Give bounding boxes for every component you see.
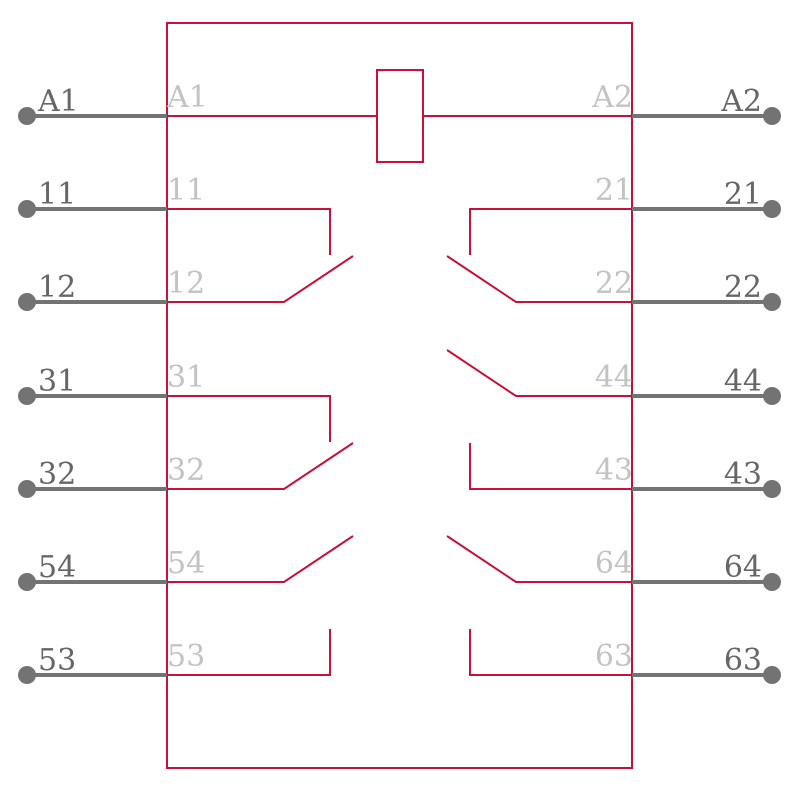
contact-31-fixed <box>167 395 331 442</box>
pin-dot <box>18 666 36 684</box>
pin-internal-label: 54 <box>167 546 205 581</box>
pin-internal-label: 53 <box>167 639 205 674</box>
pin-right-64: 64 64 <box>595 546 781 591</box>
pin-dot <box>763 107 781 125</box>
pin-external-label: A2 <box>720 84 762 119</box>
pin-dot <box>763 480 781 498</box>
pin-external-label: 64 <box>724 550 762 585</box>
pin-right-43: 43 43 <box>595 453 781 498</box>
pin-internal-label: 22 <box>595 266 633 301</box>
pin-external-label: 22 <box>724 270 762 305</box>
pin-internal-label: 21 <box>595 173 633 208</box>
pin-left-A1: A1 A1 <box>18 80 208 125</box>
pin-external-label: 32 <box>38 457 76 492</box>
contact-11-12 <box>167 208 354 303</box>
pin-external-label: 44 <box>724 364 762 399</box>
contact-11-fixed <box>167 208 331 255</box>
pin-right-63: 63 63 <box>595 639 781 684</box>
pin-internal-label: 11 <box>167 173 205 208</box>
pin-left-11: 11 11 <box>18 173 205 218</box>
contact-22-blade <box>446 255 632 303</box>
pin-right-A2: A2 A2 <box>591 80 781 125</box>
pin-dot <box>18 107 36 125</box>
pin-external-label: A1 <box>37 84 79 119</box>
pin-internal-label: 43 <box>595 453 633 488</box>
coil-box <box>376 69 424 163</box>
contact-43-fixed <box>469 443 632 490</box>
pin-internal-label: 32 <box>167 453 205 488</box>
contact-53-fixed <box>167 629 331 676</box>
pin-internal-label: 64 <box>595 546 633 581</box>
pin-right-22: 22 22 <box>595 266 781 311</box>
pin-internal-label: A1 <box>166 80 208 115</box>
pin-external-label: 54 <box>38 550 76 585</box>
pin-internal-label: 12 <box>167 266 205 301</box>
contact-32-blade <box>167 442 354 490</box>
pin-dot <box>18 387 36 405</box>
contact-21-22 <box>446 208 632 303</box>
pin-external-label: 11 <box>38 177 76 212</box>
pin-right-21: 21 21 <box>595 173 781 218</box>
contact-64-blade <box>446 535 632 583</box>
pin-right-44: 44 44 <box>595 360 781 405</box>
pin-left-54: 54 54 <box>18 546 205 591</box>
pin-dot <box>18 293 36 311</box>
pin-dot <box>763 293 781 311</box>
pin-left-32: 32 32 <box>18 453 205 498</box>
pin-internal-label: A2 <box>591 80 633 115</box>
pin-left-31: 31 31 <box>18 360 205 405</box>
pin-left-53: 53 53 <box>18 639 205 684</box>
pin-internal-label: 31 <box>167 360 205 395</box>
pin-external-label: 31 <box>38 364 76 399</box>
pin-dot <box>763 666 781 684</box>
pin-internal-label: 63 <box>595 639 633 674</box>
pin-external-label: 53 <box>38 643 76 678</box>
contact-43-44 <box>446 349 632 490</box>
pin-dot <box>763 573 781 591</box>
pin-dot <box>763 200 781 218</box>
pin-left-12: 12 12 <box>18 266 205 311</box>
contact-12-blade <box>167 255 354 303</box>
pin-dot <box>763 387 781 405</box>
pin-internal-label: 44 <box>595 360 633 395</box>
pin-external-label: 12 <box>38 270 76 305</box>
contact-44-blade <box>446 349 632 397</box>
contact-53-54 <box>167 535 354 676</box>
contact-63-64 <box>446 535 632 676</box>
pin-external-label: 21 <box>724 177 762 212</box>
contact-31-32 <box>167 395 354 490</box>
pin-external-label: 43 <box>724 457 762 492</box>
contact-54-blade <box>167 535 354 583</box>
coil <box>167 69 632 163</box>
pin-dot <box>18 480 36 498</box>
pin-dot <box>18 200 36 218</box>
contact-63-fixed <box>469 629 632 676</box>
contact-21-fixed <box>469 208 632 255</box>
pin-external-label: 63 <box>724 643 762 678</box>
pin-dot <box>18 573 36 591</box>
